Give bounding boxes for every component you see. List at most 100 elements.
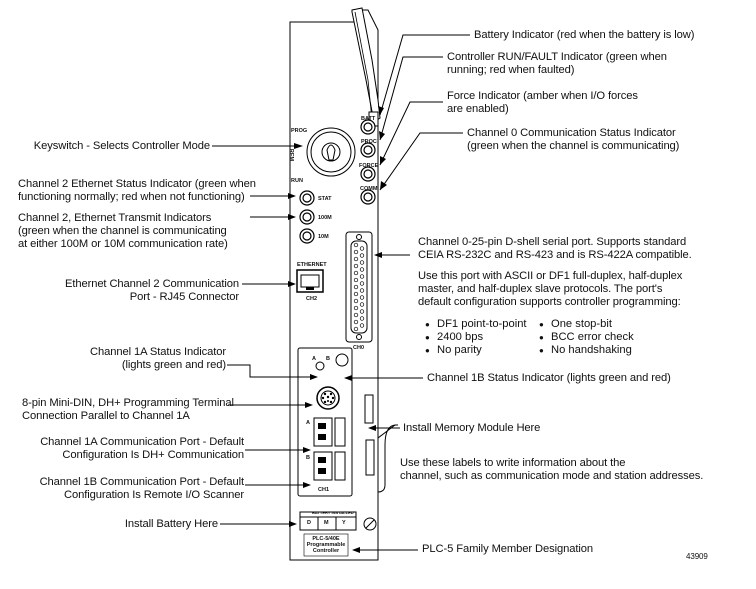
labels-use-label-1: Use these labels to write information ab… bbox=[400, 457, 626, 469]
d-shell-pin bbox=[359, 274, 365, 279]
ch1b-status-label: Channel 1B Status Indicator (lights gree… bbox=[427, 372, 671, 384]
memory-module-label: Install Memory Module Here bbox=[403, 422, 541, 434]
bullet-one-stop-bit: One stop-bit bbox=[539, 318, 612, 331]
port-b-label: B bbox=[306, 455, 310, 461]
leader-lines bbox=[212, 34, 470, 551]
bullet-df1: DF1 point-to-point bbox=[425, 318, 526, 331]
d-shell-pin bbox=[359, 253, 365, 258]
ch2-eth-status-label-1: Channel 2 Ethernet Status Indicator (gre… bbox=[18, 178, 256, 190]
designation-plate bbox=[303, 533, 349, 557]
d-shell-pin bbox=[353, 305, 359, 311]
d-shell-pin bbox=[359, 281, 365, 286]
ch2-label: CH2 bbox=[306, 296, 318, 302]
prog-label: PROG bbox=[291, 128, 308, 134]
ch1b-port-label-1: Channel 1B Communication Port - Default bbox=[39, 476, 245, 488]
d-shell-pin bbox=[359, 288, 365, 293]
force-led bbox=[360, 166, 376, 182]
d-shell-pin bbox=[353, 263, 359, 269]
d-shell-pin bbox=[359, 316, 365, 321]
ch0-comm-label-2: (green when the channel is communicating… bbox=[467, 140, 680, 152]
d-shell-pin bbox=[353, 326, 359, 332]
designation-line-2: Programmable bbox=[306, 542, 346, 548]
battery-install-label bbox=[299, 511, 357, 531]
ch2-tx-label-1: Channel 2, Ethernet Transmit Indicators bbox=[18, 212, 212, 224]
ch0-use-label-3: default configuration supports controlle… bbox=[418, 296, 681, 308]
ch0-port-label-2: CEIA RS-232C and RS-423 and is RS-422A c… bbox=[418, 249, 692, 261]
ch1-b-small-label: B bbox=[326, 356, 330, 362]
d-shell-pin bbox=[353, 270, 359, 276]
bullet-no-handshaking: No handshaking bbox=[539, 344, 632, 357]
battery-d-label: D bbox=[307, 520, 311, 526]
ch1b-port[interactable] bbox=[313, 451, 346, 481]
mini-din-label-1: 8-pin Mini-DIN, DH+ Programming Terminal bbox=[22, 397, 234, 409]
ch1a-port-label-1: Channel 1A Communication Port - Default bbox=[40, 436, 244, 448]
ch0-use-label-2: master, and half-duplex slave protocols.… bbox=[418, 283, 663, 295]
ch2-eth-status-label-2: functioning normally; red when not funct… bbox=[18, 191, 245, 203]
d-shell-25-pin-connector[interactable] bbox=[345, 231, 373, 343]
ch1-label: CH1 bbox=[318, 487, 330, 493]
install-battery-label: Install Battery Here bbox=[124, 518, 218, 530]
bullet-no-parity: No parity bbox=[425, 344, 482, 357]
figure-number: 43909 bbox=[686, 552, 708, 561]
d-shell-pin bbox=[359, 246, 365, 251]
ch1a-status-label-1: Channel 1A Status Indicator bbox=[90, 346, 226, 358]
comm-label: COMM bbox=[360, 186, 378, 192]
battery-y-label: Y bbox=[342, 520, 346, 526]
memory-module-slot[interactable] bbox=[364, 394, 374, 424]
battery-indicator-label: Battery Indicator (red when the battery … bbox=[474, 29, 695, 41]
controller-indicator-label-1: Controller RUN/FAULT Indicator (green wh… bbox=[447, 51, 667, 63]
d-shell-pin bbox=[353, 277, 359, 283]
stat-led bbox=[299, 190, 315, 206]
force-indicator-label-1: Force Indicator (amber when I/O forces bbox=[447, 90, 638, 102]
rj45-connector[interactable] bbox=[296, 269, 324, 293]
keyswitch-label: Keyswitch - Selects Controller Mode bbox=[33, 140, 210, 152]
d-shell-pin bbox=[353, 242, 359, 248]
comm-led bbox=[360, 189, 376, 205]
mini-din-connector[interactable] bbox=[316, 386, 340, 410]
d-shell-pin bbox=[353, 256, 359, 262]
force-label: FORCE bbox=[359, 163, 379, 169]
d-shell-pin bbox=[353, 312, 359, 318]
ch1a-port-label-2: Configuration Is DH+ Communication bbox=[62, 449, 244, 461]
d-shell-pin bbox=[359, 323, 365, 328]
d-shell-pin bbox=[353, 249, 359, 255]
bullet-2400bps: 2400 bps bbox=[425, 331, 483, 344]
rj45-label-2: Port - RJ45 Connector bbox=[129, 291, 239, 303]
d-shell-pin bbox=[353, 298, 359, 304]
d-shell-pin bbox=[353, 284, 359, 290]
rem-label: REM bbox=[288, 148, 295, 162]
100m-label: 100M bbox=[318, 215, 332, 221]
controller-indicator-label-2: running; red when faulted) bbox=[447, 64, 575, 76]
ch1-a-small-label: A bbox=[312, 356, 316, 362]
family-designation-label: PLC-5 Family Member Designation bbox=[422, 543, 593, 555]
battery-led bbox=[360, 119, 376, 135]
d-shell-pin bbox=[359, 260, 365, 265]
keyswitch[interactable] bbox=[306, 127, 356, 177]
rj45-label-1: Ethernet Channel 2 Communication bbox=[64, 278, 239, 290]
port-a-label: A bbox=[306, 420, 310, 426]
ch2-tx-label-3: at either 100M or 10M communication rate… bbox=[18, 238, 228, 250]
designation-line-1: PLC-5/40E bbox=[312, 536, 340, 542]
d-shell-pin bbox=[359, 295, 365, 300]
10m-label: 10M bbox=[318, 234, 329, 240]
stat-label: STAT bbox=[318, 196, 332, 202]
battery-door-screw[interactable] bbox=[363, 517, 377, 531]
ethernet-label: ETHERNET bbox=[297, 262, 327, 268]
channel-1-panel bbox=[297, 347, 353, 497]
10m-led bbox=[299, 228, 315, 244]
battery-installed-header: BATTERY INSTALLED bbox=[312, 510, 354, 515]
d-shell-pin bbox=[353, 291, 359, 297]
ch0-label: CH0 bbox=[353, 345, 365, 351]
100m-led bbox=[299, 209, 315, 225]
mini-din-label-2: Connection Parallel to Channel 1A bbox=[22, 410, 190, 422]
ch1a-port[interactable] bbox=[313, 417, 346, 447]
ch0-comm-label-1: Channel 0 Communication Status Indicator bbox=[467, 127, 676, 139]
run-fault-led bbox=[360, 142, 376, 158]
d-shell-pin bbox=[359, 309, 365, 314]
ch2-tx-label-2: (green when the channel is communicating bbox=[18, 225, 227, 237]
label-strips bbox=[365, 439, 375, 476]
ch0-port-label-1: Channel 0-25-pin D-shell serial port. Su… bbox=[418, 236, 687, 248]
d-shell-pin bbox=[359, 267, 365, 272]
run-label: RUN bbox=[291, 178, 303, 184]
